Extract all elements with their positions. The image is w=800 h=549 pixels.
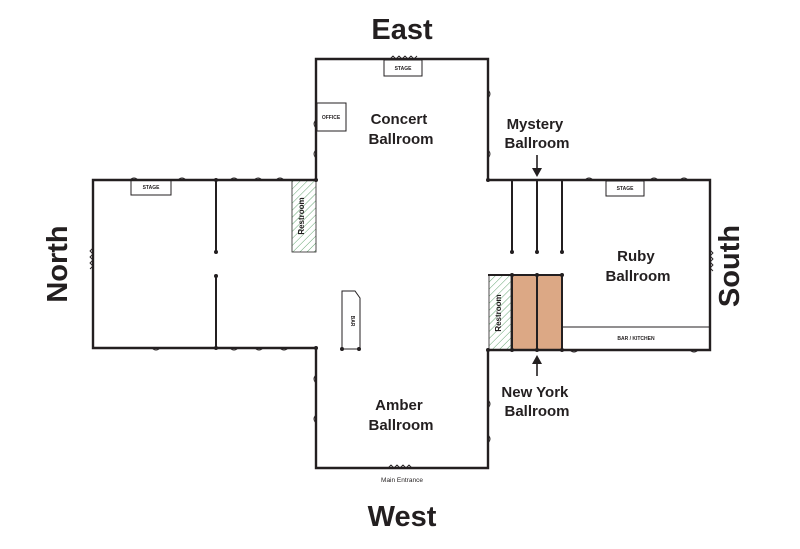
office: OFFICE [316,102,347,132]
new-york-ballroom-label[interactable]: New York Ballroom [501,384,572,420]
bar-kitchen-label: BAR / KITCHEN [617,336,655,342]
stage-north-label: STAGE [143,185,161,191]
restroom-south-label: Restroom [494,294,503,331]
bar: BAR [341,290,361,350]
stage-east: STAGE [383,59,423,77]
restroom-north-area [291,179,317,253]
door-marks [89,55,714,469]
amber-ballroom-label[interactable]: Amber Ballroom [368,397,433,434]
stage-south-label: STAGE [617,186,635,192]
office-label: OFFICE [322,115,341,121]
mystery-arrow-icon [532,155,542,177]
mystery-ballroom-label[interactable]: Mystery Ballroom [504,116,569,152]
compass-north: North [42,225,74,302]
concert-ballroom-label[interactable]: Concert Ballroom [368,111,433,148]
compass-south: South [714,225,746,307]
bar-label: BAR [349,316,355,327]
partition-dots [214,178,564,352]
partitions [215,180,710,350]
compass-east: East [371,14,433,46]
ruby-ballroom-label[interactable]: Ruby Ballroom [605,248,670,285]
stage-south: STAGE [605,180,645,197]
main-entrance-label: Main Entrance [381,477,423,484]
stage-east-label: STAGE [395,66,413,72]
compass-west: West [368,501,437,533]
new-york-arrow-icon [532,355,542,376]
restroom-north-label: Restroom [297,197,306,234]
stage-north: STAGE [130,179,172,196]
